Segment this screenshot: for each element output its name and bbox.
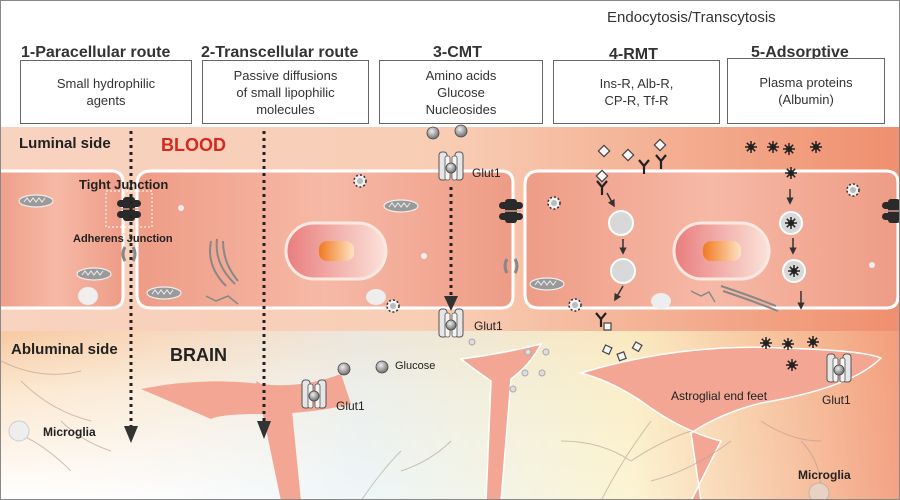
vesicle [353, 174, 367, 188]
route-box-text: Amino acids [425, 67, 497, 83]
route-box-text: (Albumin) [778, 92, 834, 107]
nucleus-cell-3 [672, 221, 771, 281]
route-box-text: Passive diffusions [233, 67, 338, 83]
tight-junction-icon [498, 198, 524, 224]
route-box-text: Ins-R, Alb-R, [599, 76, 674, 91]
route-box-text: of small lipophilic [236, 84, 335, 100]
route-title-transcellular: 2-Transcellular route [201, 44, 359, 61]
mitochondrion [529, 277, 565, 291]
route-box-text: Small hydrophilic [56, 76, 156, 91]
adherens-junction-label: Adherens Junction [73, 233, 173, 245]
lysosome [78, 287, 98, 305]
route-box-paracellular: Small hydrophilic agents [20, 60, 192, 124]
rmt-step-arrow [606, 192, 615, 208]
astroglial-end-feet-label: Astroglial end feet [671, 389, 768, 403]
astroglial-process [256, 381, 301, 499]
endosome [608, 210, 634, 236]
vesicle [547, 196, 561, 210]
vesicle [568, 298, 582, 312]
lysosome [366, 289, 386, 305]
microglia-icon [808, 482, 830, 499]
endocytosis-transcytosis-heading: Endocytosis/Transcytosis [607, 9, 776, 26]
route-box-rmt: Ins-R, Alb-R, CP-R, Tf-R [553, 60, 720, 124]
route-title-adsorptive: 5-Adsorptive [751, 44, 849, 61]
mitochondrion [146, 286, 182, 300]
route-title-paracellular: 1-Paracellular route [21, 44, 171, 61]
vesicle-small [178, 205, 184, 211]
route-box-text: Glucose [437, 84, 485, 100]
glucose-molecule [426, 126, 440, 140]
glucose-label: Glucose [395, 360, 436, 372]
astroglial-end-foot-mid [459, 342, 543, 499]
glucose-molecule [454, 124, 468, 138]
astroglial-end-foot-right [578, 346, 883, 499]
golgi-apparatus [720, 285, 779, 312]
golgi-apparatus [209, 238, 239, 287]
tight-junction-icon [881, 198, 899, 224]
glut1-label-luminal: Glut1 [472, 166, 501, 180]
glut1-label-astro-left: Glut1 [336, 399, 365, 413]
rmt-ligands [595, 138, 667, 183]
junction-highlight [105, 190, 153, 228]
small-molecules [468, 338, 550, 393]
vesicle-small [421, 253, 427, 259]
abluminal-side-label: Abluminal side [11, 341, 118, 358]
rmt-step-arrow [614, 285, 624, 302]
released-ligands [601, 322, 643, 362]
route-box-text: agents [86, 93, 126, 108]
mitochondrion [383, 199, 419, 213]
vesicle [846, 183, 860, 197]
endosome [610, 258, 636, 284]
astroglial-end-foot-left [141, 374, 351, 419]
glucose-molecule [375, 360, 389, 374]
route-box-text: molecules [256, 101, 315, 117]
glut1-label-abluminal: Glut1 [474, 319, 503, 333]
cmt-arrowhead [444, 296, 458, 311]
tight-junction-label: Tight Junction [79, 177, 169, 192]
route-box-text: Nucleosides [425, 101, 497, 117]
nucleus-cell-2 [284, 221, 388, 281]
microglia-icon [8, 420, 30, 442]
route-box-text: Plasma proteins [759, 75, 853, 90]
transcellular-arrowhead [257, 421, 271, 439]
endoplasmic-reticulum [690, 290, 716, 303]
route-box-text: CP-R, Tf-R [604, 93, 669, 108]
luminal-side-label: Luminal side [19, 135, 111, 152]
route-title-rmt: 4-RMT [609, 46, 658, 63]
lysosome [651, 293, 671, 309]
brain-label: BRAIN [170, 345, 227, 365]
glut1-label-astro-right: Glut1 [822, 393, 851, 407]
glucose-molecule [337, 362, 351, 376]
endoplasmic-reticulum [205, 295, 239, 305]
blood-label: BLOOD [161, 135, 226, 155]
mitochondrion [18, 194, 54, 208]
paracellular-arrowhead [124, 426, 138, 443]
route-box-adsorptive: Plasma proteins (Albumin) [727, 58, 885, 124]
mitochondrion [76, 267, 112, 281]
vesicle-small [869, 262, 875, 268]
route-title-cmt: 3-CMT [433, 44, 482, 61]
microglia-label-right: Microglia [798, 468, 851, 482]
tight-junction-icon [116, 196, 142, 222]
microglia-label-left: Microglia [43, 425, 96, 439]
vesicle [386, 299, 400, 313]
